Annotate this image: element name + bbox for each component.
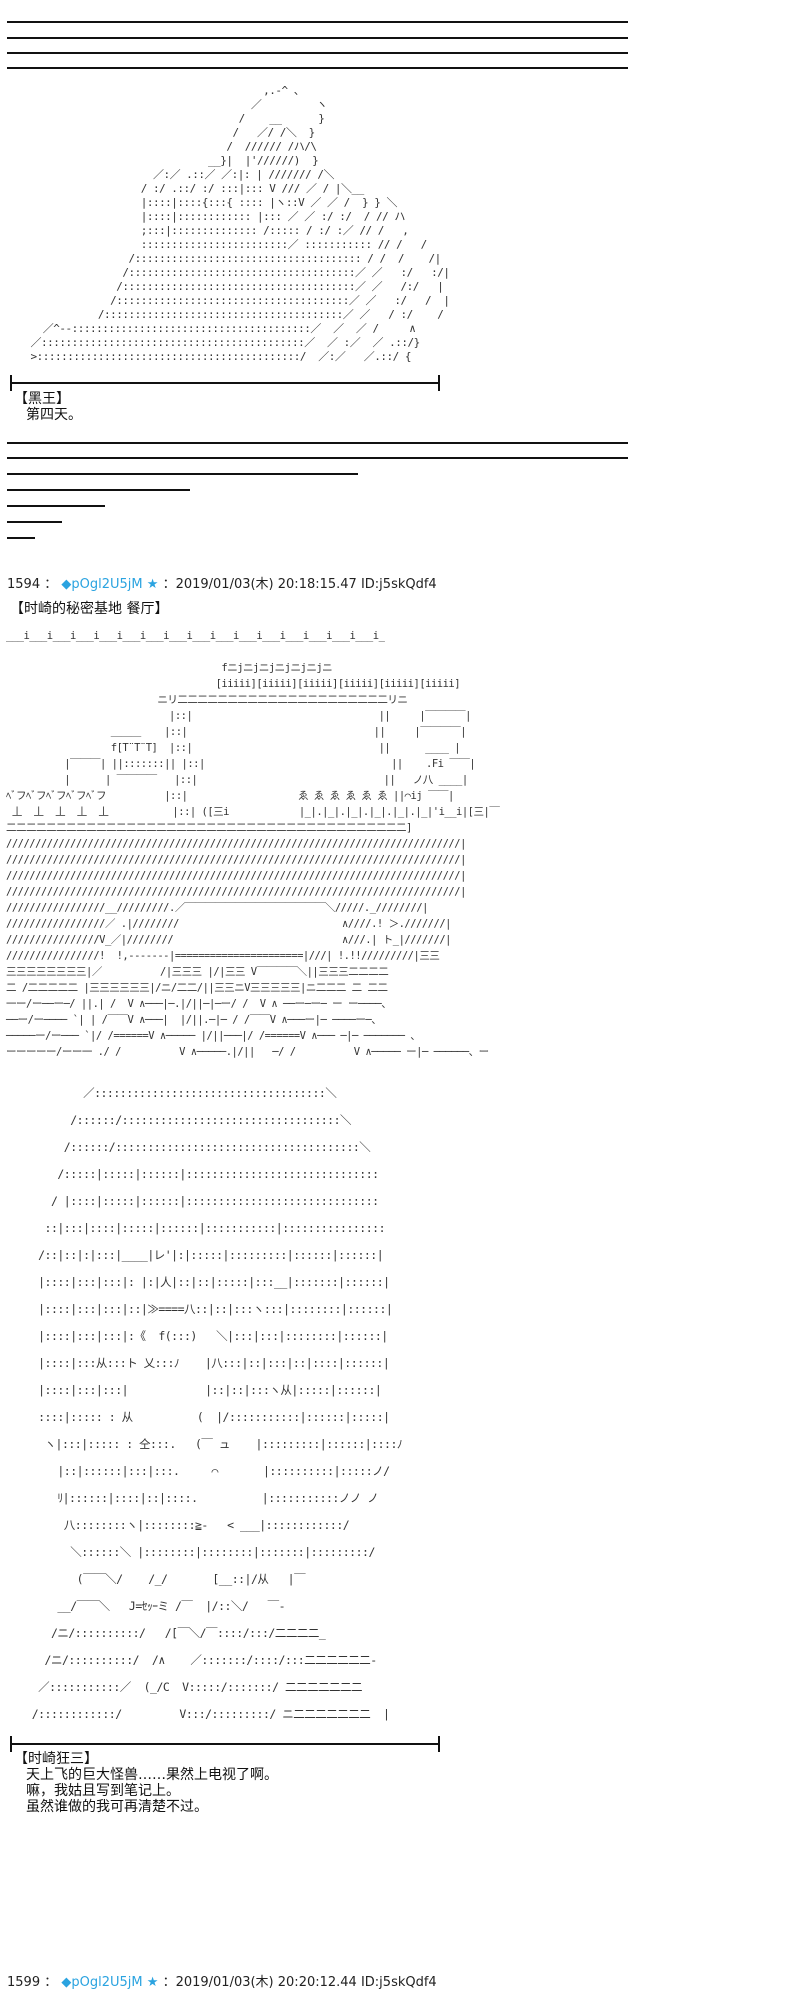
separator-rule (7, 37, 628, 39)
separator-rule (7, 505, 105, 507)
poster-name[interactable]: ◆pOgl2U5jM (61, 1975, 143, 1990)
dialogue-line: 第四天。 (26, 407, 82, 423)
speaker-label: 【时崎狂三】 (14, 1751, 98, 1767)
dialogue-line: 嘛，我姑且写到笔记上。 (26, 1783, 180, 1799)
poster-name[interactable]: ◆pOgl2U5jM (61, 577, 143, 592)
star-icon: ★ (146, 577, 159, 592)
separator: ： (44, 1975, 58, 1990)
star-icon: ★ (146, 1975, 159, 1990)
dialogue-line: 天上飞的巨大怪兽……果然上电视了啊。 (26, 1767, 278, 1783)
ascii-art-black-king: ,.-^ 、 ／ ヽ / __ } / ／/ /＼ } / (30, 84, 450, 363)
separator-rule (7, 21, 628, 23)
separator-rule (7, 521, 62, 523)
separator-rule (7, 442, 628, 444)
separator: ： (44, 577, 58, 592)
post-number: 1599 (7, 1975, 41, 1990)
post-date-id: ：2019/01/03(木) 20:18:15.47 ID:j5skQdf4 (162, 577, 437, 592)
post-header: 1594 ： ◆pOgl2U5jM ★ ：2019/01/03(木) 20:18… (7, 573, 437, 592)
separator-rule (7, 457, 628, 459)
separator-rule (7, 473, 358, 475)
separator-rule (7, 52, 628, 54)
ascii-art-kurumi: ／::::::::::::::::::::::::::::::::::::＼ /… (31, 1086, 403, 1721)
separator-rule (7, 537, 35, 539)
post-number: 1594 (7, 577, 41, 592)
ascii-art-dining-room: ___i___i___i___i___i___i___i___i___i___i… (6, 630, 500, 1058)
dialogue-divider (10, 1736, 440, 1752)
separator-rule (7, 489, 190, 491)
speaker-label: 【黑王】 (14, 391, 70, 407)
separator-rule (7, 67, 628, 69)
post-date-id: ：2019/01/03(木) 20:20:12.44 ID:j5skQdf4 (162, 1975, 437, 1990)
post-header: 1599 ： ◆pOgl2U5jM ★ ：2019/01/03(木) 20:20… (7, 1971, 437, 1990)
dialogue-line: 虽然谁做的我可再清楚不过。 (26, 1799, 208, 1815)
scene-title: 【时崎的秘密基地 餐厅】 (10, 601, 169, 617)
dialogue-divider (10, 375, 440, 391)
